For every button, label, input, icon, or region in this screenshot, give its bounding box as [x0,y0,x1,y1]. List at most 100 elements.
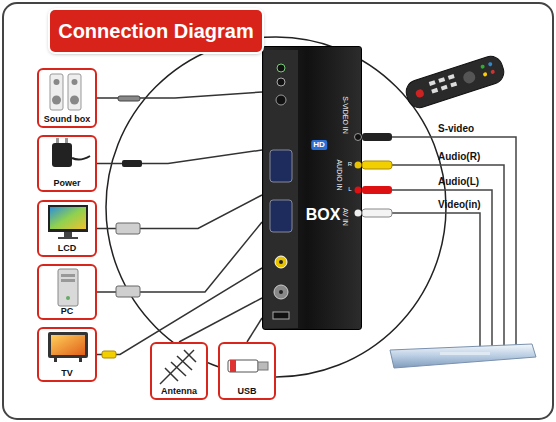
device-port-box: Power [37,135,97,192]
cable-plugs-part [102,351,116,358]
rca-plugs-part [362,186,392,194]
antenna-icon-part [160,350,194,384]
device-ports-part [273,312,289,319]
usb-stick-icon-part [230,360,236,372]
tv-icon-part [48,332,88,358]
usb-stick-icon-part [228,360,258,372]
node-label: PC [39,306,95,316]
pc-tower-icon-part [61,274,75,277]
speaker-icon-part [52,96,61,105]
tv-icon-part [79,358,82,362]
remote-control-part [488,62,493,67]
panel-label: S-VIDEO IN [342,96,349,134]
rca-plugs-part [362,133,392,141]
device-ports-part [275,256,287,268]
cable-plugs [102,96,142,358]
antenna-icon-part [165,368,178,381]
usb-stick-icon-part [258,362,268,370]
dvd-player-part [440,352,490,355]
speaker-icon-part [70,96,79,105]
av-cables-part [392,165,504,350]
av-cables [392,137,516,350]
usb-stick-icon [228,360,268,372]
device-ports-part [355,134,362,141]
cable-plugs-part [116,286,140,297]
tv-icon-part [51,335,85,355]
power-adapter-icon-part [52,143,72,167]
av-cables-part [392,190,492,350]
power-adapter-icon-part [56,138,59,145]
outer-frame [3,3,553,419]
device-ports-part [276,95,286,105]
remote-control-part [403,53,507,111]
lcd-icon-part [48,205,88,232]
node-label: USB [220,386,274,396]
device-port-box: Antenna [150,342,208,400]
device-ports-part [279,290,283,294]
pc-tower-icon-part [61,279,75,282]
cable-plugs-part [116,223,140,234]
device-ports-part [355,187,362,194]
panel-label: BOX [306,207,341,223]
device-port-box: LCD [37,200,97,257]
title-banner: Connection Diagram [50,10,262,52]
cable-label: Audio(L) [438,176,479,188]
node-label: Power [39,178,95,188]
pc-tower-icon-part [58,269,78,306]
device-box: HDBOXS-VIDEO INAUDIO INRLAV IN [262,46,362,330]
device-ports-part [274,285,288,299]
connector-wire [179,298,262,342]
device-port-box: PC [37,264,97,320]
panel-label: AUDIO IN [336,159,343,190]
device-port-box: TV [37,327,97,382]
panel-label: AV IN [342,208,349,226]
remote-control-part [450,82,457,88]
cable-label: S-video [438,123,474,135]
rca-plugs-part [362,209,392,217]
remote-control-part [441,85,448,91]
node-label: Sound box [39,114,95,124]
antenna-icon-part [184,350,196,362]
lcd-icon-part [50,207,86,229]
av-cables-part [392,213,480,350]
device-ports-part [264,50,298,328]
lcd-icon-part [64,232,72,237]
connector-wire [247,318,262,342]
node-label: TV [39,368,95,378]
remote-control-part [448,74,455,80]
device-ports-part [355,162,362,169]
panel-label: HD [311,140,327,150]
speaker-icon-part [54,79,60,85]
lcd-icon [48,205,88,239]
remote-control-part [431,88,438,94]
device-port-box: Sound box [37,68,97,128]
antenna-icon [160,350,196,384]
rca-plugs [362,133,392,217]
tv-icon [48,332,88,362]
power-adapter-icon [52,138,90,167]
pc-tower-icon [58,269,78,306]
device-ports-part [277,64,285,72]
dvd-player [390,344,536,368]
antenna-icon-part [171,362,186,376]
lcd-icon-part [58,237,78,239]
pc-tower-icon-part [66,296,70,300]
cable-plugs-part [122,160,142,167]
remote-control-part [483,72,488,77]
node-label: LCD [39,243,95,253]
remote-control-part [438,77,445,83]
remote-control-part [480,64,485,69]
device-port-box: USB [218,342,276,400]
dvd-player-part [390,344,536,368]
remote-control [403,53,507,111]
connector-wire [97,222,262,292]
connector-wire [97,150,262,164]
av-cables-part [392,137,516,350]
device-ports-part [270,150,292,182]
cable-label: Video(in) [438,199,481,211]
node-label: Antenna [152,386,206,396]
device-ports-part [277,78,285,86]
